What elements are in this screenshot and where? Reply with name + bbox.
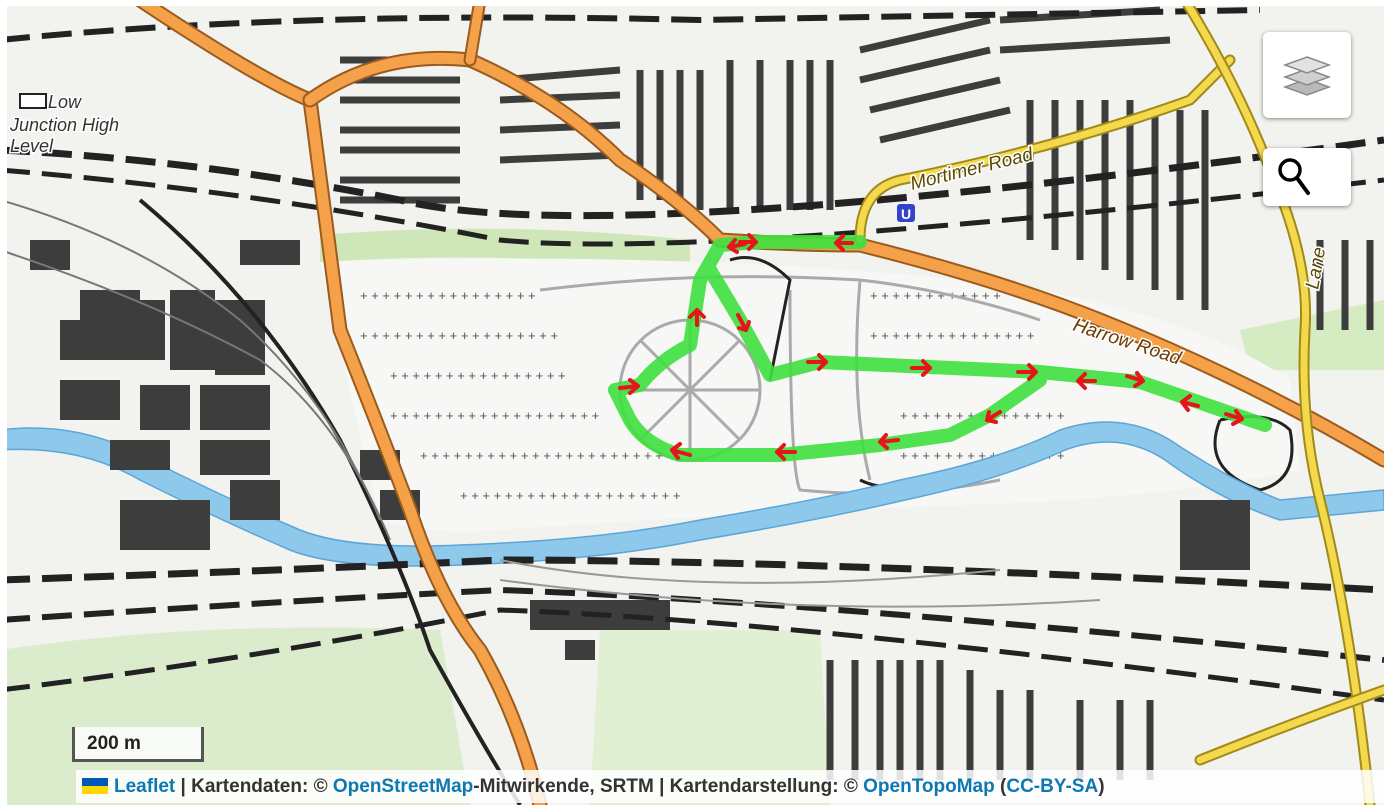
license-link[interactable]: CC-BY-SA bbox=[1006, 776, 1099, 797]
cemetery-area bbox=[320, 258, 1300, 532]
track-direction-arrows bbox=[618, 233, 1244, 461]
label-station-high: Junction High bbox=[9, 115, 119, 135]
svg-text:+ + + + + + + + + + + + + + +: + + + + + + + + + + + + + + + + + + + + … bbox=[420, 448, 663, 463]
svg-text:+ + + + + + + + + + + +: + + + + + + + + + + + + bbox=[870, 288, 1001, 303]
svg-text:+ + + + + + + + + + + + + + +: + + + + + + + + + + + + + + + + + + bbox=[360, 328, 558, 343]
svg-text:+ + + + + + + + + + + + + + +: + + + + + + + + + + + + + + + + bbox=[360, 288, 536, 303]
map-frame-left bbox=[0, 0, 7, 805]
attribution-text: -Mitwirkende, SRTM | Kartendarstellung: … bbox=[473, 776, 864, 797]
attribution-text: ( bbox=[994, 776, 1007, 797]
buildings bbox=[30, 240, 1250, 660]
attribution-bar: Leaflet | Kartendaten: © OpenStreetMap-M… bbox=[76, 770, 1384, 803]
park-area bbox=[1240, 300, 1384, 370]
label-lane: Lane bbox=[1302, 246, 1330, 291]
secondary-roads bbox=[854, 0, 1384, 805]
underground-station-icon: U bbox=[897, 204, 915, 222]
terraced-houses bbox=[340, 6, 1374, 780]
opentopomap-link[interactable]: OpenTopoMap bbox=[863, 776, 995, 797]
park-area bbox=[590, 630, 830, 805]
leaflet-link[interactable]: Leaflet bbox=[114, 776, 176, 797]
attribution-text: ) bbox=[1098, 776, 1105, 797]
layers-icon bbox=[1282, 56, 1332, 96]
openstreetmap-link[interactable]: OpenStreetMap bbox=[332, 776, 474, 797]
svg-text:+ + + + + + + + + + + + + + +: + + + + + + + + + + + + + + + + + + + + bbox=[460, 488, 680, 503]
scale-label: 200 m bbox=[87, 733, 141, 754]
station-icon bbox=[19, 93, 47, 109]
label-station-level: Level bbox=[10, 136, 54, 156]
search-button[interactable] bbox=[1263, 148, 1351, 206]
svg-text:+ + + + + + + + + + + + + + +: + + + + + + + + + + + + + + + + bbox=[390, 368, 566, 383]
map-frame-top bbox=[0, 0, 1384, 6]
svg-text:+ + + + + + + + + + + + + + +: + + + + + + + + + + + + + + + + + + + bbox=[390, 408, 599, 423]
layers-button[interactable] bbox=[1263, 32, 1351, 118]
svg-text:+ + + + + + + + + + + + + + +: + + + + + + + + + + + + + + + bbox=[870, 328, 1034, 343]
railways bbox=[0, 7, 1384, 805]
ukraine-flag-icon bbox=[82, 778, 108, 794]
label-station-low: Low bbox=[48, 92, 82, 112]
attribution-text: | Kartendaten: © bbox=[175, 776, 333, 797]
svg-text:U: U bbox=[901, 206, 911, 222]
scale-bar: 200 m bbox=[72, 727, 204, 762]
search-icon bbox=[1278, 158, 1310, 195]
